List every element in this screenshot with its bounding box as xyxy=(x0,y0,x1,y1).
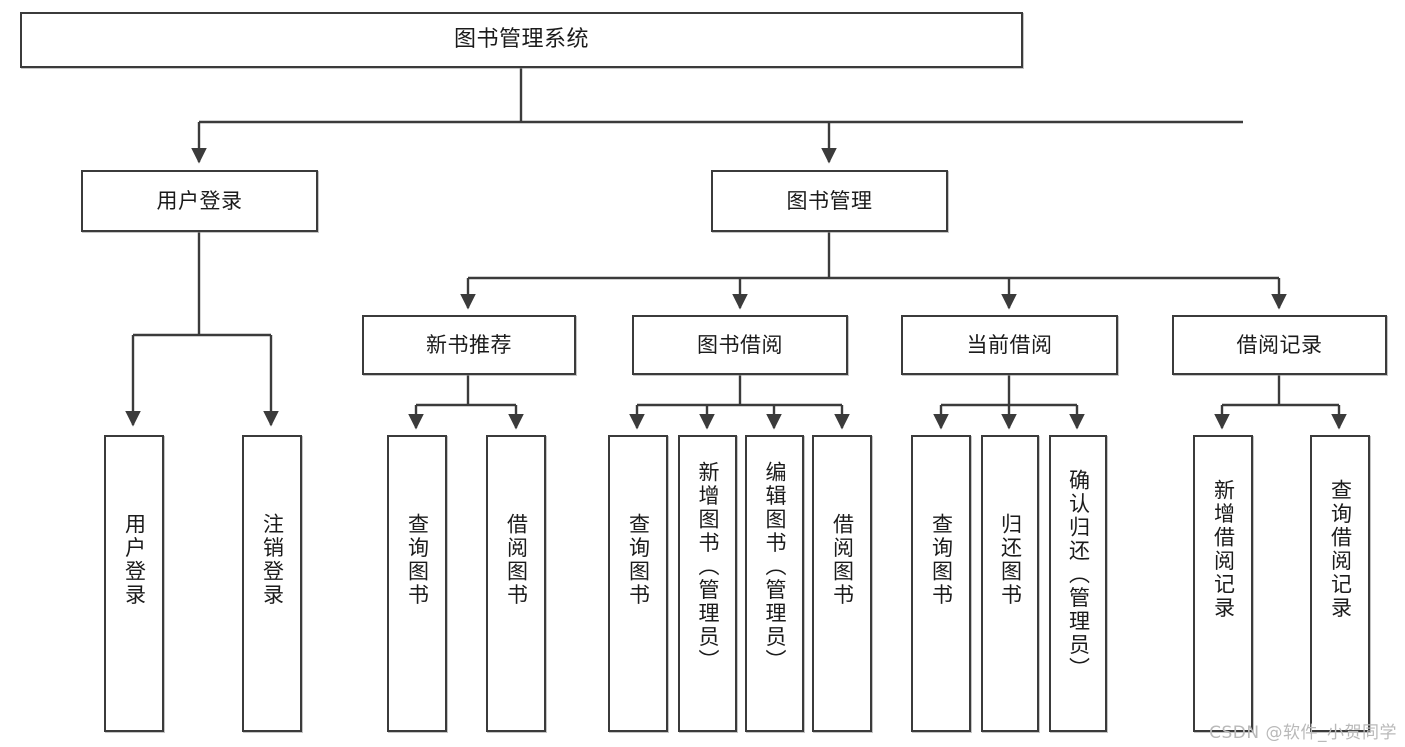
leaf-user-login-logout[interactable]: 注销登录 xyxy=(242,435,302,732)
leaf-recommend-borrow-book[interactable]: 借阅图书 xyxy=(486,435,546,732)
node-root-book-management-system[interactable]: 图书管理系统 xyxy=(20,12,1023,68)
leaf-current-confirm-return-admin[interactable]: 确认归还（管理员） xyxy=(1049,435,1107,732)
node-current-borrow[interactable]: 当前借阅 xyxy=(901,315,1118,375)
node-label: 图书管理 xyxy=(786,188,873,213)
node-user-login[interactable]: 用户登录 xyxy=(81,170,318,232)
node-book-borrow[interactable]: 图书借阅 xyxy=(632,315,848,375)
watermark: CSDN @软件_小贺同学 xyxy=(1209,723,1397,743)
node-label: 图书借阅 xyxy=(697,332,783,357)
node-label: 查询图书 xyxy=(405,513,430,607)
node-label: 编辑图书（管理员） xyxy=(763,461,787,673)
node-label: 查询借阅记录 xyxy=(1328,479,1353,620)
node-label: 借阅图书 xyxy=(504,513,529,607)
leaf-borrow-edit-book-admin[interactable]: 编辑图书（管理员） xyxy=(745,435,804,732)
leaf-record-query-borrow-record[interactable]: 查询借阅记录 xyxy=(1310,435,1370,732)
leaf-record-add-borrow-record[interactable]: 新增借阅记录 xyxy=(1193,435,1253,732)
node-label: 归还图书 xyxy=(998,513,1023,607)
node-label: 新书推荐 xyxy=(426,332,512,357)
leaf-borrow-borrow-book[interactable]: 借阅图书 xyxy=(812,435,872,732)
node-label: 查询图书 xyxy=(929,513,954,607)
node-label: 用户登录 xyxy=(156,188,243,213)
leaf-user-login-login[interactable]: 用户登录 xyxy=(104,435,164,732)
leaf-borrow-add-book-admin[interactable]: 新增图书（管理员） xyxy=(678,435,737,732)
node-label: 确认归还（管理员） xyxy=(1066,469,1091,681)
node-label: 新增借阅记录 xyxy=(1211,479,1236,620)
node-borrow-record[interactable]: 借阅记录 xyxy=(1172,315,1387,375)
leaf-recommend-query-book[interactable]: 查询图书 xyxy=(387,435,447,732)
node-label: 借阅记录 xyxy=(1236,332,1323,357)
leaf-borrow-query-book[interactable]: 查询图书 xyxy=(608,435,668,732)
node-label: 借阅图书 xyxy=(830,513,855,607)
node-label: 注销登录 xyxy=(260,513,285,607)
node-label: 当前借阅 xyxy=(966,332,1053,357)
node-label: 用户登录 xyxy=(122,513,147,607)
node-label: 查询图书 xyxy=(626,513,651,607)
node-book-management[interactable]: 图书管理 xyxy=(711,170,948,232)
leaf-current-return-book[interactable]: 归还图书 xyxy=(981,435,1039,732)
leaf-current-query-book[interactable]: 查询图书 xyxy=(911,435,971,732)
node-label: 新增图书（管理员） xyxy=(696,461,720,673)
node-new-book-recommend[interactable]: 新书推荐 xyxy=(362,315,576,375)
node-label: 图书管理系统 xyxy=(453,26,589,52)
